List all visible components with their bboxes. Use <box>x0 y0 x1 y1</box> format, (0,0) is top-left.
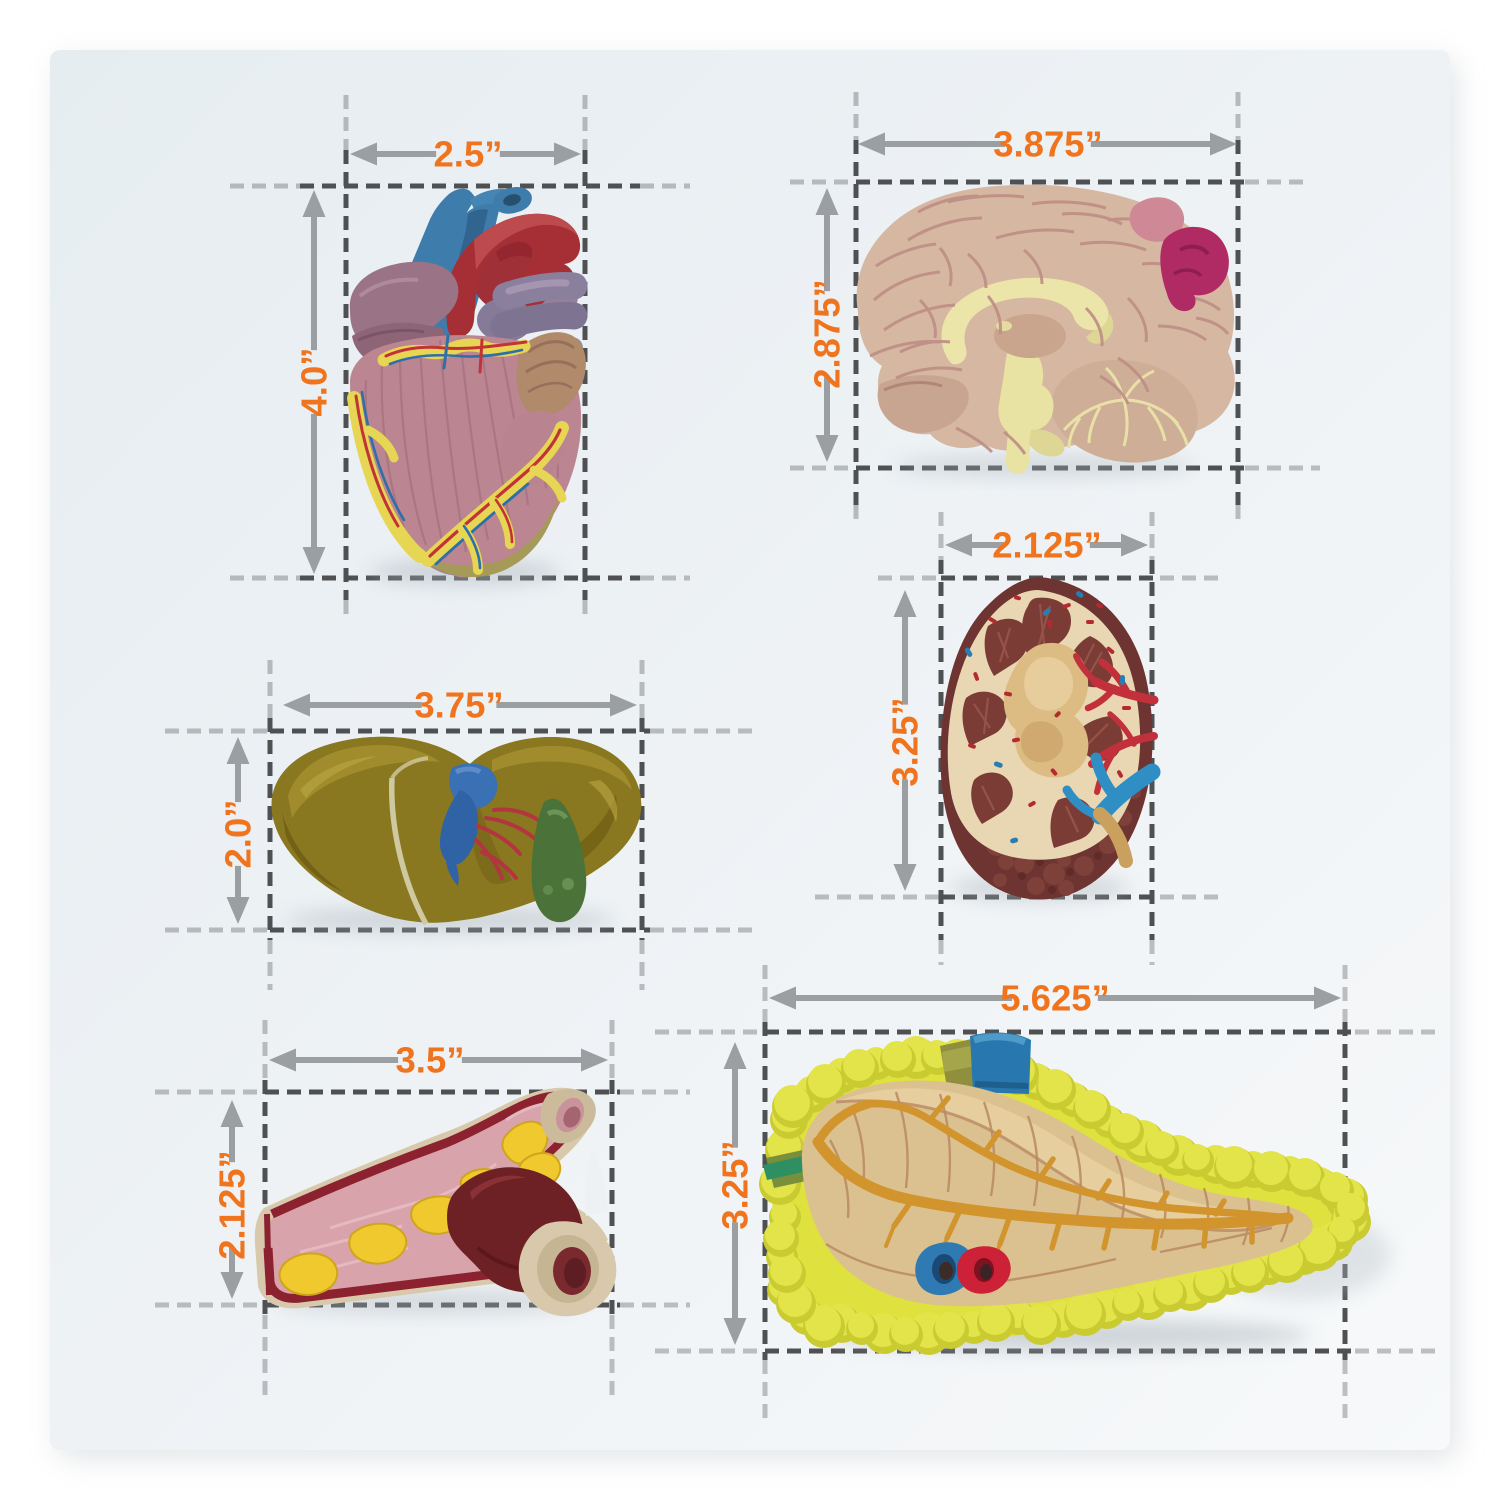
svg-text:2.0”: 2.0” <box>218 800 259 869</box>
svg-text:3.25”: 3.25” <box>885 697 926 786</box>
svg-text:4.0”: 4.0” <box>294 348 335 417</box>
svg-text:3.875”: 3.875” <box>993 124 1103 165</box>
svg-text:2.125”: 2.125” <box>212 1150 253 1260</box>
svg-text:5.625”: 5.625” <box>1000 978 1110 1019</box>
svg-text:2.5”: 2.5” <box>434 134 503 175</box>
svg-text:3.25”: 3.25” <box>715 1140 756 1229</box>
svg-text:3.75”: 3.75” <box>414 685 503 726</box>
svg-text:3.5”: 3.5” <box>396 1040 465 1081</box>
svg-text:2.875”: 2.875” <box>807 279 848 389</box>
svg-text:2.125”: 2.125” <box>992 525 1102 566</box>
